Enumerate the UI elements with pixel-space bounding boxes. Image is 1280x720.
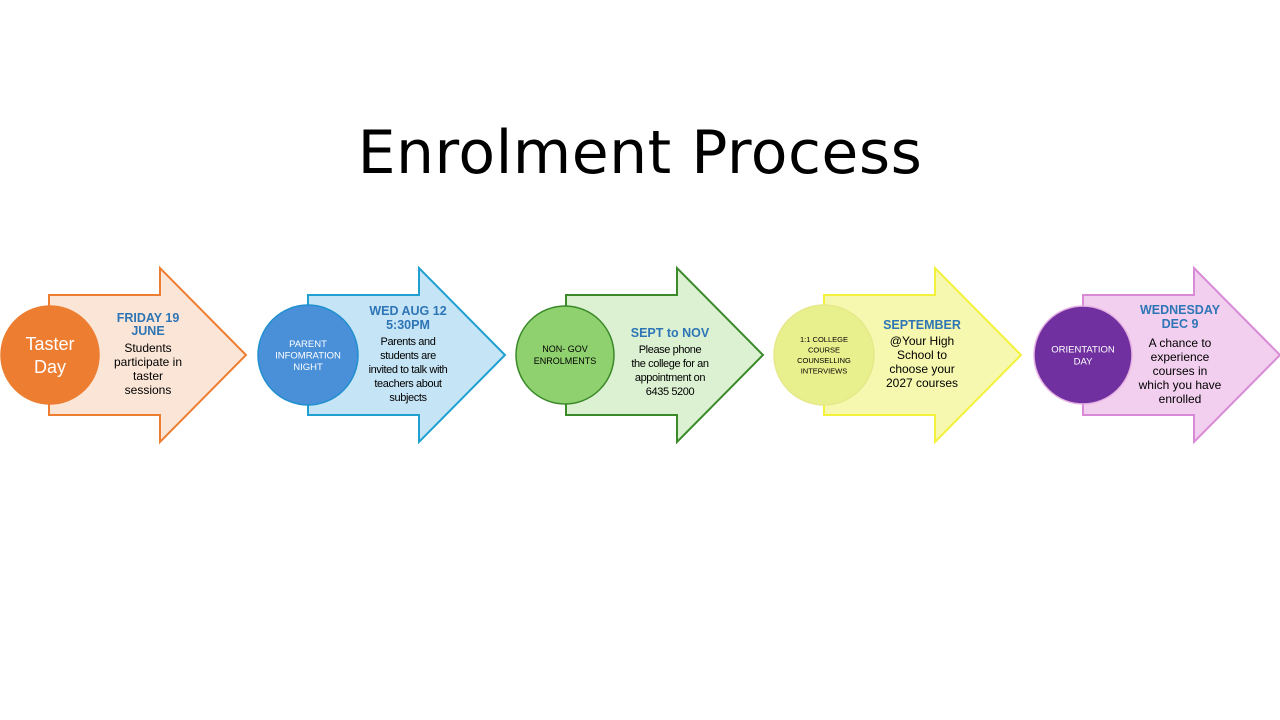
step-circle-label: 1:1 COLLEGE (800, 335, 848, 344)
step-description: sessions (125, 383, 172, 397)
step-description: Please phone (639, 344, 702, 356)
step-description: Parents and (381, 336, 436, 348)
step-description: taster (133, 369, 163, 383)
step-date-heading: JUNE (131, 324, 164, 338)
step-date-heading: DEC 9 (1162, 317, 1199, 331)
step-description: choose your (889, 362, 954, 376)
step-description: School to (897, 348, 947, 362)
step-circle-label: INFOMRATION (275, 350, 341, 361)
step-description: experience (1151, 350, 1210, 364)
step-date-heading: SEPTEMBER (883, 318, 961, 332)
step-arrow-shape (823, 265, 1023, 445)
step-description: 2027 courses (886, 376, 958, 390)
step-circle-label: COURSE (808, 345, 840, 354)
step-arrow-shape (1082, 265, 1280, 445)
step-description: students are (380, 350, 436, 362)
step-circle-label: Day (34, 357, 66, 377)
step-description: teachers about (374, 378, 442, 390)
step-arrow-shape (565, 265, 765, 445)
step-description: Students (124, 341, 171, 355)
step-circle (773, 304, 875, 406)
step-arrow-shape (48, 265, 248, 445)
step-date-heading: WED AUG 12 (369, 304, 446, 318)
step-description: A chance to (1149, 336, 1212, 350)
step-date-heading: 5:30PM (386, 318, 430, 332)
step-description: subjects (389, 392, 427, 404)
step-description: participate in (114, 355, 182, 369)
step-circle-label: DAY (1074, 356, 1093, 367)
step-date-heading: FRIDAY 19 (117, 311, 180, 325)
step-circle-label: Taster (25, 334, 74, 354)
step-circle (1033, 305, 1133, 405)
step-circle-label: ORIENTATION (1051, 344, 1115, 355)
page-title: Enrolment Process (357, 118, 923, 188)
step-circle-label: PARENT (289, 339, 327, 350)
step-description: 6435 5200 (646, 386, 695, 398)
step-circle-label: INTERVIEWS (801, 366, 848, 375)
step-arrow-shape (307, 265, 507, 445)
step-circle (515, 305, 615, 405)
step-description: which you have (1138, 378, 1222, 392)
step-description: appointment on (635, 372, 706, 384)
step-circle-label: NIGHT (293, 362, 323, 373)
step-circle-label: ENROLMENTS (534, 356, 597, 366)
step-circle-label: COUNSELLING (797, 356, 851, 365)
step-description: invited to talk with (369, 364, 448, 376)
step-description: enrolled (1159, 392, 1202, 406)
step-description: courses in (1153, 364, 1208, 378)
step-description: the college for an (631, 358, 708, 370)
step-date-heading: SEPT to NOV (631, 326, 710, 340)
step-circle (257, 304, 359, 406)
step-circle-label: NON- GOV (542, 344, 588, 354)
step-date-heading: WEDNESDAY (1140, 303, 1221, 317)
step-description: @Your High (890, 334, 954, 348)
step-circle (0, 305, 100, 405)
process-step-3: NON- GOV ENROLMENTS SEPT to NOV Please phon… (515, 265, 765, 445)
